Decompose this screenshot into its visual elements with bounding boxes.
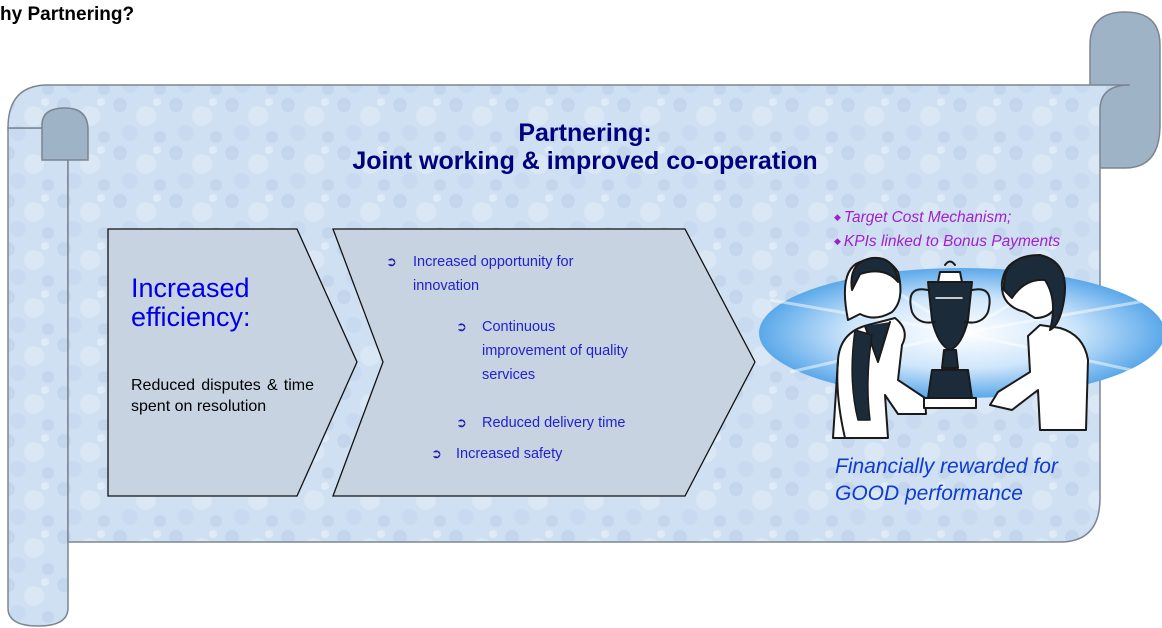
trophy-handover-illustration [832,254,1089,439]
arrow-circle-icon: ➲ [431,446,442,461]
benefit-item-safety: Increased safety [456,442,562,466]
benefit-line: Increased safety [456,446,563,462]
benefits-chevron-shape [332,228,756,497]
mechanism-label: KPIs linked to Bonus Payments [843,233,1061,250]
efficiency-title-line-2: efficiency: [131,302,251,332]
reward-caption-line-2: GOOD performance [835,482,1023,505]
benefit-line: improvement of quality [482,343,628,359]
diamond-bullet-icon: ◆ [834,236,841,246]
mechanism-item: ◆Target Cost Mechanism; [834,206,1011,229]
benefit-line: services [482,367,536,383]
benefit-line: Continuous [482,319,556,335]
efficiency-title: Increased efficiency: [131,274,251,332]
efficiency-arrow-shape [107,228,358,497]
arrow-circle-icon: ➲ [456,319,467,334]
scroll-curl-top-left [41,107,89,161]
diamond-bullet-icon: ◆ [834,212,841,222]
benefit-item-delivery-time: Reduced delivery time [482,411,625,435]
mechanism-label: Target Cost Mechanism; [843,209,1012,226]
efficiency-title-line-1: Increased [131,273,250,303]
arrow-circle-icon: ➲ [386,254,397,269]
benefit-line: Reduced delivery time [482,415,626,431]
scroll-left-strip [7,127,69,627]
benefit-line: innovation [413,278,480,294]
heading-line-1: Partnering: [518,119,652,147]
page-title: hy Partnering? [0,4,135,25]
benefit-item-innovation: Increased opportunity for innovation [413,250,573,298]
mechanism-item: ◆KPIs linked to Bonus Payments [834,230,1060,253]
reward-caption: Financially rewarded for GOOD performanc… [835,453,1058,507]
scroll-curl-top-right [1089,11,1161,169]
benefit-item-continuous-improvement: Continuous improvement of quality servic… [482,315,628,387]
efficiency-description: Reduced disputes & time spent on resolut… [131,377,314,415]
arrow-circle-icon: ➲ [456,415,467,430]
heading-line-2: Joint working & improved co-operation [352,147,818,175]
benefit-line: Increased opportunity for [413,254,574,270]
reward-caption-line-1: Financially rewarded for [835,455,1058,478]
diagram-heading: Partnering: Joint working & improved co-… [250,119,920,175]
